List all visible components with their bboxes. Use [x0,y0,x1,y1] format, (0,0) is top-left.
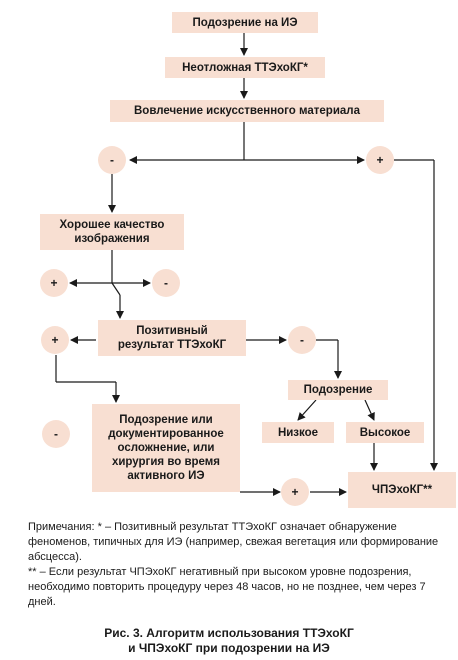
node-suspicion-ie: Подозрение на ИЭ [172,12,318,33]
sign-plus-3: + [41,326,69,354]
caption-line-2: и ЧПЭхоКГ при подозрении на ИЭ [128,641,330,655]
node-urgent-ttexokg: Неотложная ТТЭхоКГ* [165,57,325,78]
note-1: Примечания: * – Позитивный результат ТТЭ… [28,521,439,563]
flowchart-connectors [55,33,438,496]
sign-minus-3: - [288,326,316,354]
node-documented-complication: Подозрение или документированное осложне… [92,404,240,492]
sign-plus-1: + [366,146,394,174]
notes: Примечания: * – Позитивный результат ТТЭ… [28,520,456,610]
sign-plus-2: + [40,269,68,297]
figure-caption: Рис. 3. Алгоритм использования ТТЭхоКГ и… [0,626,458,656]
node-suspicion-level: Подозрение [288,380,388,400]
arrow-suspicion-to-low [297,399,317,421]
line-to-positive-junction [111,282,121,296]
arrow-suspicion-to-high [364,399,375,421]
node-good-image-quality: Хорошее качество изображения [40,214,184,250]
node-positive-result: Позитивный результат ТТЭхоКГ [98,320,246,356]
note-2: ** – Если результат ЧПЭхоКГ негативный п… [28,566,426,608]
node-cpexokg: ЧПЭхоКГ** [348,472,456,508]
sign-minus-4: - [42,420,70,448]
node-artificial-material: Вовлечение искусственного материала [110,100,384,122]
sign-minus-1: - [98,146,126,174]
sign-plus-4: + [281,478,309,506]
caption-line-1: Рис. 3. Алгоритм использования ТТЭхоКГ [104,626,354,640]
node-high: Высокое [346,422,424,443]
sign-minus-2: - [152,269,180,297]
node-low: Низкое [262,422,334,443]
